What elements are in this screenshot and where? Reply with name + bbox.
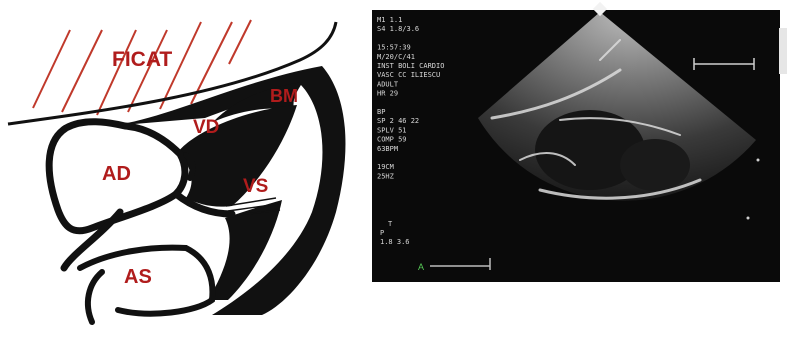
depth-dot <box>747 217 750 220</box>
label-bm: BM <box>270 86 298 106</box>
echo-marker-letter: A <box>418 262 424 272</box>
echo-text-line: S4 1.8/3.6 <box>377 25 419 33</box>
label-vs: VS <box>243 176 268 197</box>
echo-text-line: 15:57:39 <box>377 44 411 52</box>
left-atrium-hook <box>88 272 102 322</box>
echo-cavity-2 <box>620 139 690 191</box>
label-vd: VD <box>193 117 219 138</box>
echo-text-line: VASC CC ILIESCU <box>377 71 440 79</box>
echo-text-line: ADULT <box>377 80 399 88</box>
schematic-heart-drawing: FICAT VD BM AD VS AS <box>8 20 345 322</box>
echo-text-line: M1 1.1 <box>377 16 402 24</box>
label-as: AS <box>124 266 152 288</box>
echo-footer-line: P <box>380 229 384 237</box>
echo-text-line: 19CM <box>377 163 394 171</box>
label-ad: AD <box>102 163 131 185</box>
echo-text-line: 25HZ <box>377 172 394 180</box>
echo-text-line: SP 2 46 22 <box>377 117 419 125</box>
echo-text-line: SPLV 51 <box>377 126 407 134</box>
echo-footer-line: 1.8 3.6 <box>380 238 410 246</box>
depth-dot <box>757 159 760 162</box>
echo-text-line: M/20/C/41 <box>377 53 415 61</box>
label-ficat: FICAT <box>112 48 172 71</box>
echo-text-line: INST BOLI CARDIO <box>377 62 444 70</box>
echo-text-line: COMP 59 <box>377 136 407 144</box>
echo-text-line: 63BPM <box>377 145 398 153</box>
echo-right-strip <box>779 28 787 74</box>
echo-text-line: BP <box>377 108 385 116</box>
echo-text-line: HR 29 <box>377 90 398 98</box>
